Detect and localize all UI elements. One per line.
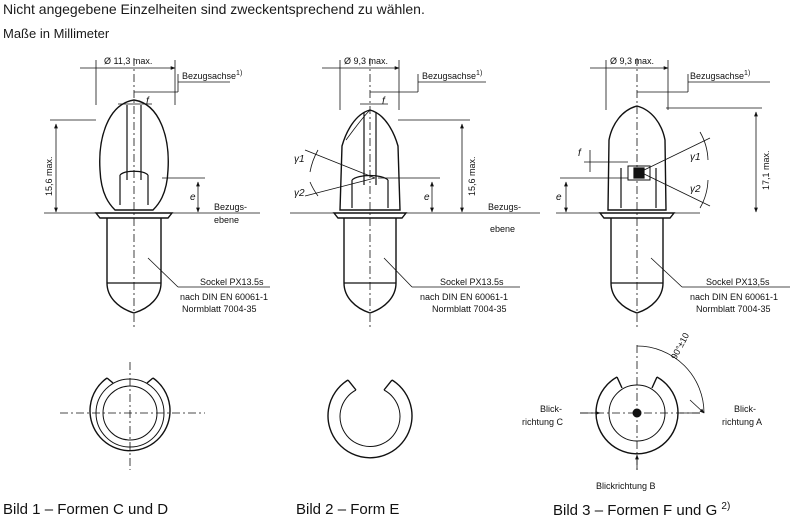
figure-3-diameter: Ø 9,3 max. xyxy=(610,56,654,66)
figure-3-socket-line2: nach DIN EN 60061-1 xyxy=(690,292,778,302)
figure-3-view-c-line1: Blick- xyxy=(540,404,562,414)
figure-1-reference-axis: Bezugsachse1) xyxy=(182,70,242,81)
figure-1-lamp xyxy=(44,58,270,330)
figure-2-height: 15,6 max. xyxy=(467,156,477,196)
figure-3-socket-line3: Normblatt 7004-35 xyxy=(696,304,771,314)
figure-2-caption: Bild 2 – Form E xyxy=(296,501,400,518)
figure-2-socket-top-view xyxy=(327,379,413,459)
figure-2-e-label: e xyxy=(424,192,430,203)
figure-1-e-label: e xyxy=(190,192,196,203)
figure-1-plane-line2: ebene xyxy=(214,215,239,225)
figure-2-plane-line1: Bezugs- xyxy=(488,202,521,212)
figure-3-view-a-line2: richtung A xyxy=(722,417,762,427)
figure-2-socket-line3: Normblatt 7004-35 xyxy=(432,304,507,314)
figure-3-socket-line1: Sockel PX13,5s xyxy=(706,277,770,287)
figure-2-socket-line1: Sockel PX13.5s xyxy=(440,277,504,287)
figure-3-caption-main: Bild 3 – Formen F und G xyxy=(553,502,718,519)
figure-3-height: 17,1 max. xyxy=(761,150,771,190)
figure-3-caption: Bild 3 – Formen F und G 2) xyxy=(553,501,730,519)
figure-3-view-a-line1: Blick- xyxy=(734,404,756,414)
figure-3-gamma1: γ1 xyxy=(690,152,701,163)
figure-1-plane-line1: Bezugs- xyxy=(214,202,247,212)
figure-2-lamp xyxy=(290,58,540,330)
figure-3-angle: 90°±10 xyxy=(669,331,691,361)
figure-1-diameter: Ø 11,3 max. xyxy=(104,56,152,66)
figure-1-socket-line3: Normblatt 7004-35 xyxy=(182,304,257,314)
note-header: Nicht angegebene Einzelheiten sind zweck… xyxy=(3,1,425,17)
figure-3-e-label: e xyxy=(556,192,562,203)
figure-3-lamp xyxy=(556,58,790,330)
figure-3-reference-axis: Bezugsachse1) xyxy=(690,70,750,81)
figure-1-socket-line1: Sockel PX13.5s xyxy=(200,277,264,287)
figure-1-socket-top-view xyxy=(60,362,205,470)
figure-3-view-b: Blickrichtung B xyxy=(596,481,656,491)
figure-2-plane-line2: ebene xyxy=(490,224,515,234)
figure-2-f-label: f xyxy=(382,96,386,107)
figure-2-gamma2: γ2 xyxy=(294,188,305,199)
figure-2-socket-line2: nach DIN EN 60061-1 xyxy=(420,292,508,302)
figure-3-caption-note: 2) xyxy=(721,501,731,512)
figure-2-reference-axis: Bezugsachse1) xyxy=(422,70,482,81)
figure-3-socket-top-view xyxy=(580,345,705,470)
figure-2-diameter: Ø 9,3 max. xyxy=(344,56,388,66)
figure-1-caption: Bild 1 – Formen C und D xyxy=(3,501,169,518)
figure-3-view-c-line2: richtung C xyxy=(522,417,564,427)
units-note: Maße in Millimeter xyxy=(3,26,110,41)
figure-3-gamma2: γ2 xyxy=(690,184,701,195)
figure-1-f-label: f xyxy=(146,96,150,107)
figure-3-f-label: f xyxy=(578,148,582,159)
figure-1-height: 15,6 max. xyxy=(44,156,54,196)
figure-2-gamma1: γ1 xyxy=(294,154,305,165)
figure-1-socket-line2: nach DIN EN 60061-1 xyxy=(180,292,268,302)
